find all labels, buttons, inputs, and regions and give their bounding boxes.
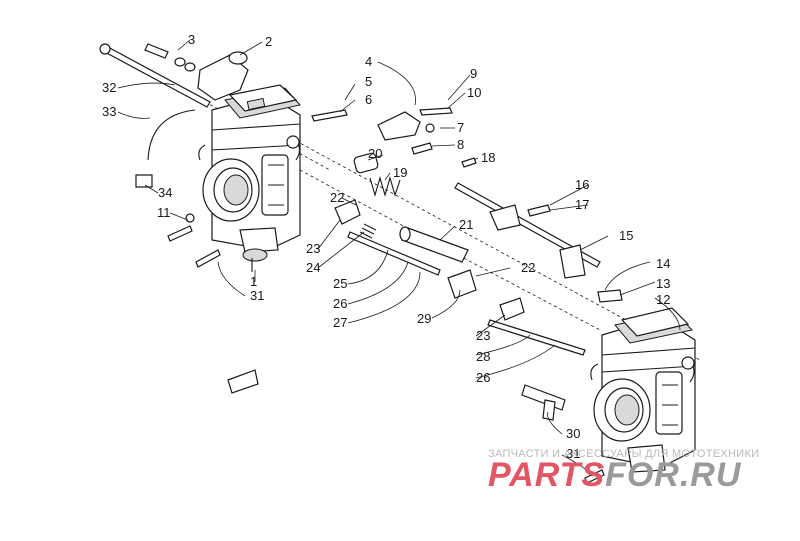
- linkage-rods: [99, 43, 601, 356]
- callout-3: 3: [188, 32, 195, 47]
- callout-26b: 26: [476, 370, 490, 385]
- callout-26a: 26: [333, 296, 347, 311]
- watermark-caption: ЗАПЧАСТИ И АКСЕССУАРЫ ДЛЯ МОТОТЕХНИКИ: [488, 448, 759, 460]
- callout-4: 4: [365, 54, 372, 69]
- callout-11: 11: [157, 205, 171, 220]
- callout-18: 18: [481, 150, 495, 165]
- callout-22b: 22: [521, 260, 535, 275]
- callout-13: 13: [656, 276, 670, 291]
- callout-17: 17: [575, 197, 589, 212]
- callout-34: 34: [158, 185, 172, 200]
- callout-1: 1: [250, 274, 257, 289]
- callout-28: 28: [476, 349, 490, 364]
- callout-21: 21: [459, 217, 473, 232]
- callout-25: 25: [333, 276, 347, 291]
- callout-labels: 1 2 3 4 5 6 7 8 9 10 11 12 13 14 15 16 1…: [102, 32, 670, 461]
- callout-8: 8: [457, 137, 464, 152]
- callout-16: 16: [575, 177, 589, 192]
- callout-12: 12: [656, 292, 670, 307]
- callout-7: 7: [457, 120, 464, 135]
- callout-9: 9: [470, 66, 477, 81]
- assembly-axis: [109, 49, 701, 361]
- callout-14: 14: [656, 256, 670, 271]
- callout-6: 6: [365, 92, 372, 107]
- callout-23b: 23: [476, 328, 490, 343]
- carburetor-right: [590, 307, 696, 473]
- callout-27: 27: [333, 315, 347, 330]
- watermark-logo-gray: FOR.RU: [605, 456, 742, 494]
- callout-23a: 23: [306, 241, 320, 256]
- callout-30: 30: [566, 426, 580, 441]
- callout-24: 24: [306, 260, 320, 275]
- watermark-logo-red: PARTS: [488, 456, 605, 494]
- watermark-logo: PARTSFOR.RU: [488, 456, 742, 494]
- small-hardware: [135, 43, 623, 484]
- callout-20: 20: [368, 146, 382, 161]
- callout-5: 5: [365, 74, 372, 89]
- callout-31a: 31: [250, 288, 264, 303]
- callout-33: 33: [102, 104, 116, 119]
- callout-15: 15: [619, 228, 633, 243]
- callout-31b: 31: [566, 446, 580, 461]
- callout-32: 32: [102, 80, 116, 95]
- callout-22a: 22: [330, 190, 344, 205]
- callout-29: 29: [417, 311, 431, 326]
- leader-lines: [117, 39, 681, 477]
- callout-10: 10: [467, 85, 481, 100]
- callout-2: 2: [265, 34, 272, 49]
- watermark: ЗАПЧАСТИ И АКСЕССУАРЫ ДЛЯ МОТОТЕХНИКИ PA…: [488, 448, 759, 494]
- callout-19: 19: [393, 165, 407, 180]
- carburetor-left: [198, 84, 301, 272]
